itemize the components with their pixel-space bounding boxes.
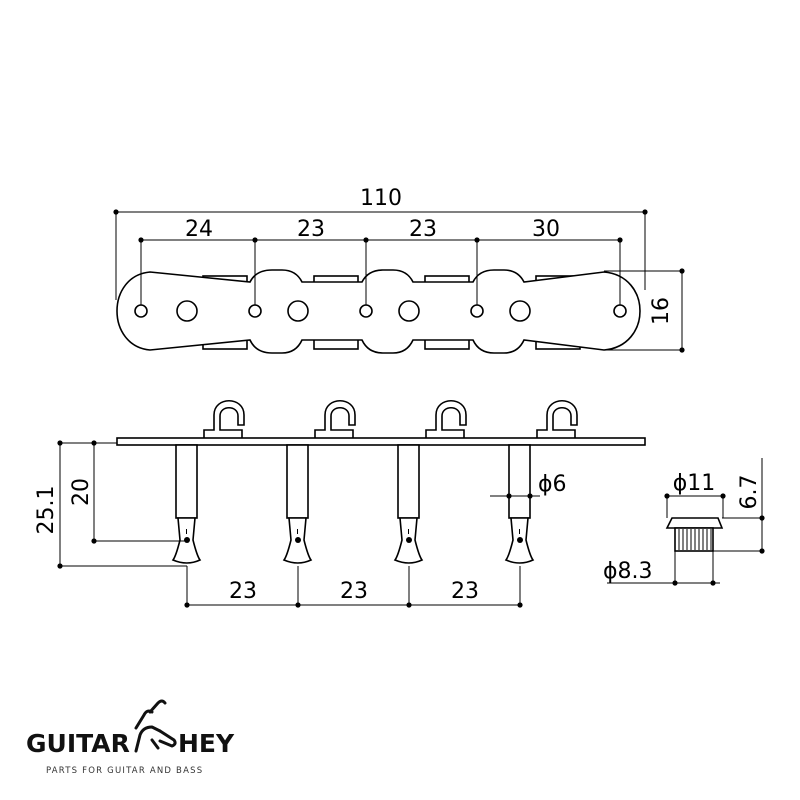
post-height-dimension: 20 [69, 440, 187, 544]
brand-name-right: HEY [178, 729, 235, 758]
post-diameter-label: ϕ6 [538, 472, 567, 497]
bushing-body-label: ϕ8.3 [603, 559, 653, 584]
bushing-body-dimension: ϕ8.3 [603, 551, 720, 586]
screw-hole [359, 304, 373, 318]
spacing-label: 24 [185, 217, 213, 242]
side-base-plate [116, 437, 646, 446]
overall-length-label: 110 [360, 186, 402, 211]
post-diameter-dimension: ϕ6 [490, 472, 567, 502]
rock-hand-icon [134, 699, 177, 753]
overall-length-dimension: 110 [113, 186, 648, 300]
plate-holes [134, 300, 627, 322]
top-view: 110 24 23 23 30 16 [113, 186, 685, 354]
bushing-flange-label: ϕ11 [673, 471, 716, 496]
post-hole [176, 300, 198, 322]
bushing-height-label: 6.7 [737, 475, 762, 510]
brand-name-left: GUITAR [26, 729, 130, 758]
bushing-flange-dimension: ϕ11 [664, 471, 726, 518]
post-height-label: 20 [69, 478, 94, 506]
bushing-knurl [678, 529, 712, 550]
hook [536, 400, 578, 440]
screw-hole [613, 304, 627, 318]
post-spacing-label: 23 [340, 579, 368, 604]
hook [203, 400, 245, 440]
post-hole [398, 300, 420, 322]
spacing-label: 30 [532, 217, 560, 242]
tuner-post [393, 444, 424, 564]
screw-hole [134, 304, 148, 318]
string-hooks [203, 400, 578, 440]
side-view: 25.1 20 23 23 23 [34, 400, 646, 608]
plate-width-dimension: 16 [604, 268, 685, 353]
hole-spacing-dimension: 24 23 23 30 [138, 217, 623, 305]
post-hole [287, 300, 309, 322]
spacing-label: 23 [297, 217, 325, 242]
post-spacing-label: 23 [451, 579, 479, 604]
plate-width-label: 16 [649, 297, 674, 325]
screw-hole [248, 304, 262, 318]
hook [425, 400, 467, 440]
tuner-post [504, 444, 535, 564]
bushing-height-dimension: 6.7 [713, 458, 765, 554]
screw-hole [470, 304, 484, 318]
tuner-post [282, 444, 313, 564]
total-height-dimension: 25.1 [34, 440, 187, 569]
post-hole [509, 300, 531, 322]
spacing-label: 23 [409, 217, 437, 242]
bushing-flange [665, 517, 724, 529]
tuner-post [171, 444, 202, 564]
brand-tagline: PARTS FOR GUITAR AND BASS [46, 766, 203, 776]
hook [314, 400, 356, 440]
brand-logo: GUITAR HEY PARTS FOR GUITAR AND BASS [26, 699, 235, 776]
tuner-posts [171, 444, 535, 564]
post-spacing-label: 23 [229, 579, 257, 604]
post-spacing-dimension: 23 23 23 [184, 566, 523, 608]
total-height-label: 25.1 [34, 486, 59, 535]
bushing-view: ϕ11 6.7 ϕ8.3 [603, 458, 765, 586]
